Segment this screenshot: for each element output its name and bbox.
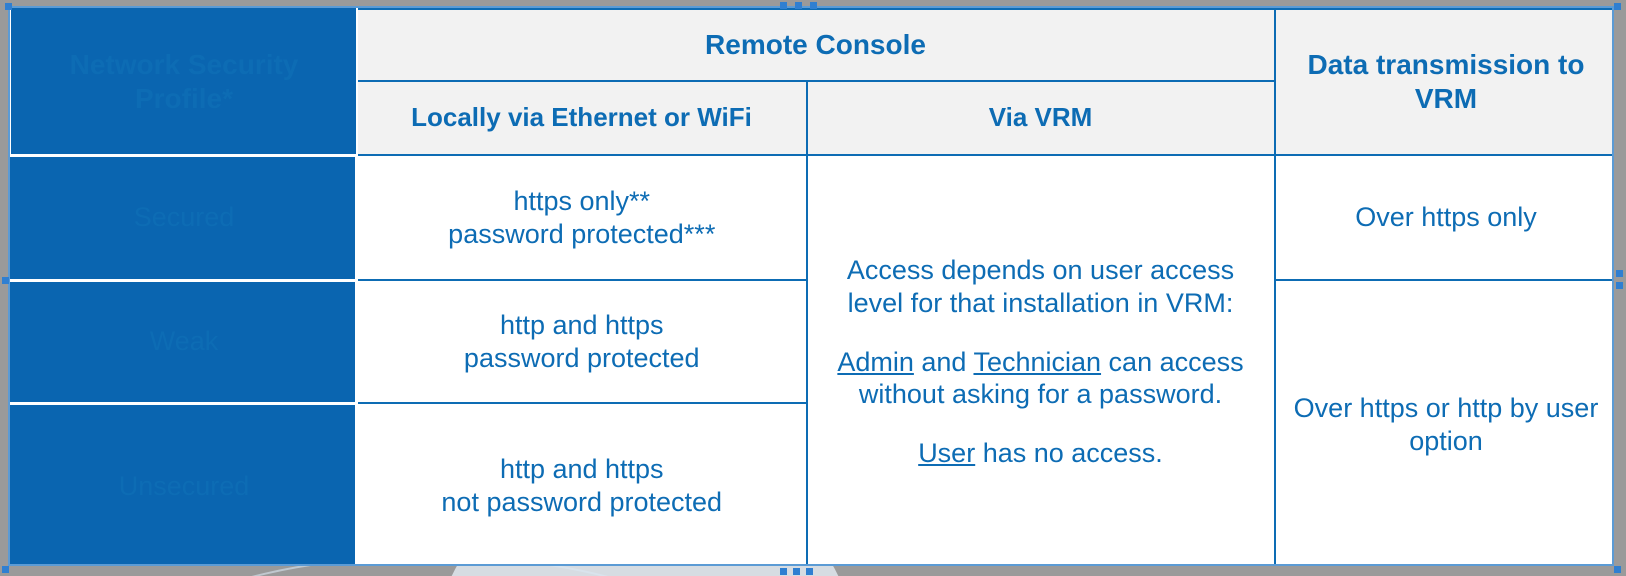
resize-handle-middle-left[interactable] bbox=[2, 277, 9, 284]
cell-local-weak: http and https password protected bbox=[355, 279, 808, 404]
cell-profile-secured: Secured bbox=[10, 153, 358, 282]
resize-handle-top-center-3[interactable] bbox=[810, 2, 817, 9]
cell-local-unsecured-line2: not password protected bbox=[441, 487, 723, 517]
cell-local-secured: https only** password protected*** bbox=[355, 154, 808, 281]
header-locally-via-ethernet-or-wifi: Locally via Ethernet or WiFi bbox=[355, 80, 808, 156]
vrm-para1-line1: Access depends on user access bbox=[846, 254, 1235, 285]
cell-local-secured-line1: https only** bbox=[513, 185, 651, 216]
resize-handle-top-left[interactable] bbox=[5, 3, 12, 10]
cell-local-unsecured: http and https not password protected bbox=[355, 402, 808, 564]
vrm-para3: User has no access. bbox=[818, 437, 1264, 470]
vrm-para2-line2: without asking for a password. bbox=[858, 379, 1223, 410]
resize-handle-top-center-2[interactable] bbox=[795, 2, 802, 9]
vrm-term-admin: Admin bbox=[837, 346, 914, 377]
vrm-spacer-1 bbox=[818, 320, 1264, 346]
vrm-para2-suffix: can access bbox=[1101, 346, 1244, 377]
cell-profile-weak: Weak bbox=[10, 278, 358, 405]
network-security-profile-table: Network Security Profile* Remote Console… bbox=[10, 8, 1613, 564]
header-via-vrm: Via VRM bbox=[805, 80, 1276, 156]
resize-handle-middle-right-1[interactable] bbox=[1616, 270, 1623, 277]
cell-profile-unsecured: Unsecured bbox=[10, 401, 358, 564]
resize-handle-bottom-center-2[interactable] bbox=[793, 568, 800, 575]
vrm-term-technician: Technician bbox=[973, 346, 1102, 377]
resize-handle-top-right[interactable] bbox=[1614, 3, 1621, 10]
cell-local-unsecured-line1: http and https bbox=[499, 454, 664, 485]
cell-local-weak-line2: password protected bbox=[463, 342, 700, 373]
resize-handle-bottom-center-3[interactable] bbox=[806, 568, 813, 575]
table-row-secured: Secured https only** password protected*… bbox=[10, 153, 1612, 564]
resize-handle-bottom-center-1[interactable] bbox=[780, 568, 787, 575]
cell-data-transmission-weak-unsecured: Over https or http by user option bbox=[1273, 279, 1612, 564]
cell-local-secured-line2: password protected*** bbox=[448, 218, 716, 249]
vrm-para2-mid: and bbox=[913, 346, 974, 377]
table-header-row-sub: Locally via Ethernet or WiFi Via VRM bbox=[12, 80, 1613, 156]
cell-local-weak-line1: http and https bbox=[499, 309, 664, 340]
table-header-row-top: Network Security Profile* Remote Console… bbox=[10, 8, 1612, 156]
vrm-para2-line1: Admin and Technician can access bbox=[818, 346, 1264, 379]
resize-handle-bottom-left[interactable] bbox=[2, 566, 9, 573]
table-row-unsecured: Unsecured http and https not password pr… bbox=[10, 401, 1613, 564]
header-network-security-profile: Network Security Profile* bbox=[10, 8, 358, 156]
resize-handle-top-center-1[interactable] bbox=[780, 2, 787, 9]
table-row-weak: Weak http and https password protected O… bbox=[10, 278, 1612, 564]
vrm-spacer-2 bbox=[818, 411, 1264, 437]
cell-data-transmission-secured: Over https only bbox=[1273, 154, 1612, 281]
resize-handle-bottom-right[interactable] bbox=[1614, 566, 1621, 573]
cell-via-vrm-access-description: Access depends on user access level for … bbox=[805, 154, 1276, 564]
resize-handle-middle-right-2[interactable] bbox=[1616, 282, 1623, 289]
vrm-term-user: User bbox=[918, 438, 976, 469]
vrm-para1-line2: level for that installation in VRM: bbox=[847, 287, 1234, 318]
table-selection-frame[interactable]: Network Security Profile* Remote Console… bbox=[8, 6, 1614, 566]
header-data-transmission-to-vrm: Data transmission to VRM bbox=[1273, 8, 1612, 156]
header-remote-console-group: Remote Console bbox=[355, 8, 1276, 82]
vrm-para3-suffix: has no access. bbox=[975, 438, 1163, 469]
